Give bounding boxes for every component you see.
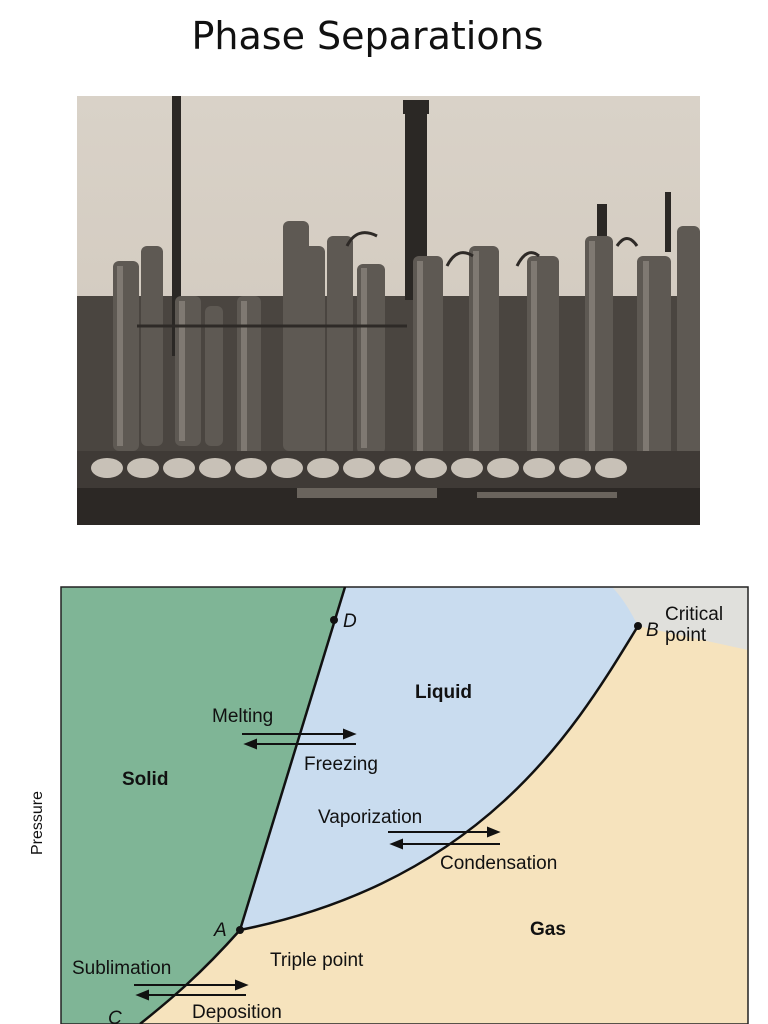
deposition-label: Deposition — [192, 1002, 282, 1023]
phase-diagram-svg: D B A C Critical point Solid Liquid Gas … — [29, 586, 749, 1024]
critical-point-label-line1: Critical — [665, 604, 723, 625]
sublimation-deposition-arrows — [134, 979, 249, 1001]
plot-frame — [60, 586, 749, 1024]
vaporization-condensation-arrows — [388, 826, 501, 850]
liquid-label: Liquid — [415, 682, 472, 703]
sublimation-label: Sublimation — [72, 958, 171, 979]
triple-point-label: Triple point — [270, 950, 364, 971]
melting-freezing-arrows — [242, 728, 357, 750]
vaporization-curve — [239, 625, 640, 932]
point-a-label: A — [213, 920, 227, 941]
point-a-marker — [236, 926, 244, 934]
refinery-illustration — [77, 96, 700, 525]
freezing-label: Freezing — [304, 754, 378, 775]
point-d-marker — [330, 616, 338, 624]
slide-title: Phase Separations — [191, 14, 544, 58]
melting-curve — [238, 586, 347, 931]
pressure-axis-label: Pressure — [29, 791, 46, 855]
phase-diagram: D B A C Critical point Solid Liquid Gas … — [0, 586, 768, 1024]
point-b-marker — [634, 622, 642, 630]
liquid-region — [240, 587, 638, 930]
solid-region — [61, 587, 345, 1024]
melting-label: Melting — [212, 706, 273, 727]
critical-point-label-line2: point — [665, 625, 707, 646]
supercritical-region — [600, 587, 748, 650]
point-c-label: C — [108, 1008, 122, 1024]
refinery-photo — [77, 96, 700, 525]
condensation-label: Condensation — [440, 853, 557, 874]
point-b-label: B — [646, 620, 659, 641]
gas-label: Gas — [530, 919, 566, 940]
vaporization-label: Vaporization — [318, 807, 422, 828]
point-d-label: D — [343, 611, 357, 632]
solid-label: Solid — [122, 769, 168, 790]
